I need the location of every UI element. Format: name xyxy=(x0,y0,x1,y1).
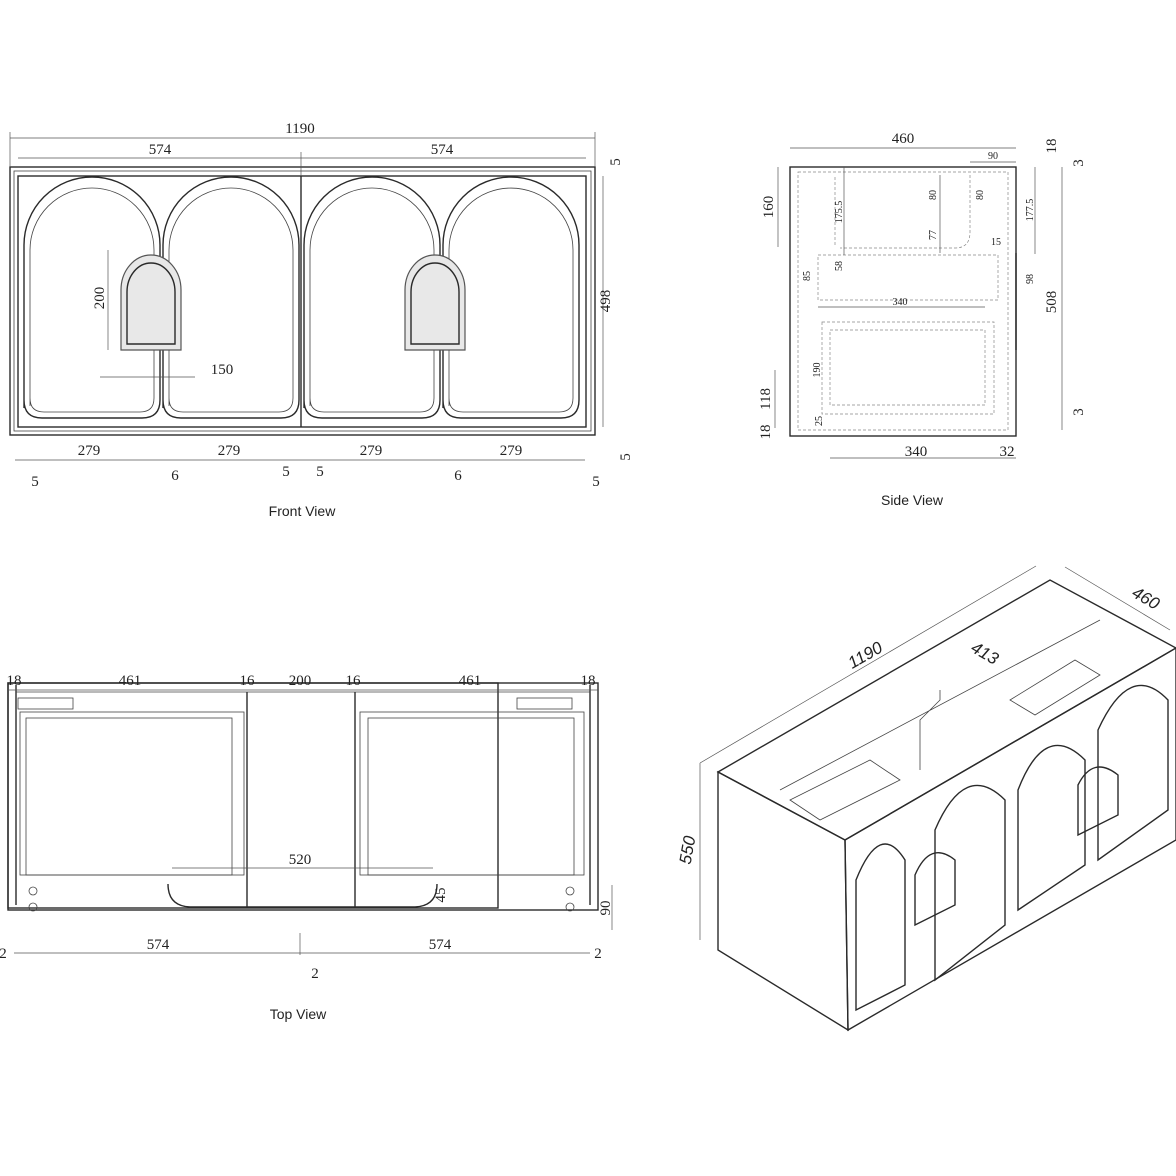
dim-side-height-right: 177.5 xyxy=(1025,199,1036,222)
dim-side-inner-b: 80 xyxy=(975,190,986,200)
dim-top-1: 18 xyxy=(7,673,22,689)
dim-top-3: 16 xyxy=(240,673,256,689)
dim-top-cutout-width: 520 xyxy=(289,852,312,868)
dim-iso-width: 1190 xyxy=(845,638,887,673)
dim-side-height-left: 175.5 xyxy=(834,201,845,224)
dim-gap-3: 5 xyxy=(282,464,290,480)
dim-top-gap-left: 2 xyxy=(0,946,7,962)
dim-side-bottom-340: 340 xyxy=(905,444,928,460)
dim-top-door-right: 574 xyxy=(429,937,452,953)
front-handle-right xyxy=(404,254,466,351)
dim-edge-bottom: 5 xyxy=(618,453,634,461)
dim-side-inner-d: 15 xyxy=(991,237,1001,248)
dim-top-cutout-depth: 45 xyxy=(433,888,449,903)
dim-panel-2: 279 xyxy=(218,443,241,459)
dim-top-7: 18 xyxy=(581,673,596,689)
dim-side-drawer-58: 58 xyxy=(834,261,845,271)
side-view-caption: Side View xyxy=(881,492,944,508)
dim-panel-4: 279 xyxy=(500,443,523,459)
dim-side-top-thickness: 18 xyxy=(1044,139,1060,154)
dim-top-4: 200 xyxy=(289,673,312,689)
dim-side-drawer-340: 340 xyxy=(893,297,908,308)
dim-gap-6: 5 xyxy=(592,474,600,490)
dim-side-inner-c: 77 xyxy=(928,230,939,240)
dim-side-lower-190: 190 xyxy=(812,363,823,378)
dim-side-rear-cutout: 160 xyxy=(761,196,777,219)
dim-top-6: 461 xyxy=(459,673,482,689)
dim-handle-width: 150 xyxy=(211,362,234,378)
dim-top-front-depth: 90 xyxy=(598,901,614,916)
dim-top-gap-right: 2 xyxy=(594,946,602,962)
dim-iso-depth: 460 xyxy=(1129,583,1164,614)
dim-side-bottom-32: 32 xyxy=(1000,444,1015,460)
iso-door-arches xyxy=(855,684,1169,1012)
iso-view: 1190 460 550 413 xyxy=(676,565,1176,1032)
dim-side-depth: 460 xyxy=(892,131,915,147)
front-door-right-arches xyxy=(303,176,580,419)
top-view-caption: Top View xyxy=(270,1006,327,1022)
dim-handle-height: 200 xyxy=(92,287,108,310)
side-view: 460 90 18 3 160 175.5 80 77 80 15 177.5 … xyxy=(758,131,1087,508)
dim-side-base-18: 18 xyxy=(758,425,774,440)
dim-panel-1: 279 xyxy=(78,443,101,459)
dim-top-2: 461 xyxy=(119,673,142,689)
dim-side-overall-height: 508 xyxy=(1044,291,1060,314)
front-handle-left xyxy=(120,254,182,351)
top-view: 18 461 16 200 16 461 18 520 45 90 574 57… xyxy=(0,673,614,1022)
dim-side-top-inset: 90 xyxy=(988,151,998,162)
dim-gap-5: 6 xyxy=(454,468,462,484)
dim-gap-4: 5 xyxy=(316,464,324,480)
dim-side-drawer-85: 85 xyxy=(802,271,813,281)
dim-front-height: 498 xyxy=(598,290,614,313)
dim-side-lower-118: 118 xyxy=(758,388,774,410)
dim-top-door-left: 574 xyxy=(147,937,170,953)
front-view-caption: Front View xyxy=(269,503,337,519)
front-door-left-arches xyxy=(23,176,300,419)
dim-top-5: 16 xyxy=(346,673,362,689)
dim-side-inner-a: 80 xyxy=(928,190,939,200)
dim-side-top-offset: 3 xyxy=(1071,159,1087,167)
dim-door-width-right: 574 xyxy=(431,142,454,158)
dim-gap-1: 5 xyxy=(31,474,39,490)
dim-side-lower-25: 25 xyxy=(814,416,825,426)
dim-door-width-left: 574 xyxy=(149,142,172,158)
dim-iso-inner: 413 xyxy=(968,638,1003,669)
dim-panel-3: 279 xyxy=(360,443,383,459)
dim-overall-width: 1190 xyxy=(285,121,314,137)
dim-iso-height: 550 xyxy=(676,834,700,866)
front-view: 1190 574 574 498 5 5 200 150 279 279 279… xyxy=(9,121,634,519)
dim-side-bottom-offset: 3 xyxy=(1071,408,1087,416)
dim-top-gap-center: 2 xyxy=(311,966,319,982)
dim-edge-top: 5 xyxy=(608,158,624,166)
dim-gap-2: 6 xyxy=(171,468,179,484)
dim-side-handle-98: 98 xyxy=(1025,274,1036,284)
